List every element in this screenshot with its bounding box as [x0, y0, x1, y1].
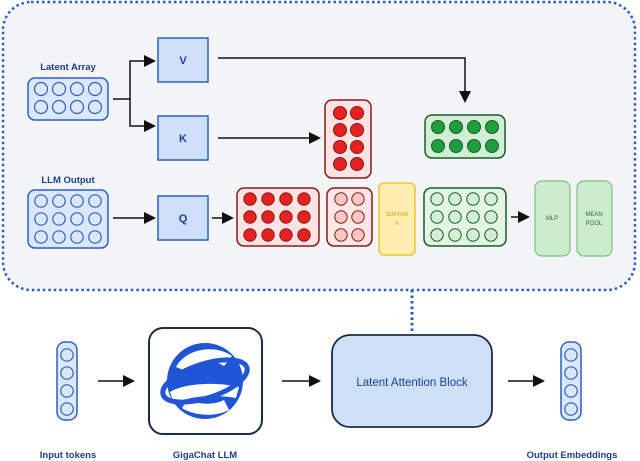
gigachat-llm-label: GigaChat LLM: [173, 450, 237, 461]
latent-attention-block: [331, 334, 493, 428]
latent-array-label: Latent Array: [40, 62, 96, 73]
mlp-label: MLP: [546, 216, 558, 222]
softmax-label-line1: SOFTMA: [386, 212, 409, 218]
softmax-label-line2: X: [395, 221, 399, 227]
keys-matrix-box: [324, 99, 372, 179]
q-label: Q: [179, 213, 188, 225]
mean-pool-box: [576, 180, 613, 257]
softmax-box: [378, 182, 416, 256]
attention-scores-grid: [243, 192, 311, 242]
v-projection-box: [157, 37, 209, 83]
output-embeddings-label: Output Embeddings: [527, 450, 618, 461]
llm-output-grid: [34, 194, 102, 244]
latent-attention-label: Latent Attention Block: [356, 377, 467, 389]
latent-array-grid: [33, 81, 103, 115]
k-projection-box: [157, 115, 209, 161]
scaled-scores-box: [326, 187, 373, 247]
llm-output-box: [27, 189, 109, 249]
arrow-v-to-output: [218, 57, 471, 103]
input-tokens-box: [56, 341, 78, 421]
weighted-values-box: [424, 114, 506, 159]
output-embeddings-box: [560, 341, 582, 421]
k-label: K: [179, 133, 187, 145]
q-projection-box: [157, 195, 209, 241]
input-tokens-label: Input tokens: [40, 450, 96, 461]
attention-output-grid: [430, 192, 498, 242]
input-tokens-grid: [60, 348, 74, 416]
gigachat-logo-icon: [160, 343, 250, 419]
scaled-scores-grid: [334, 192, 365, 242]
output-embeddings-grid: [564, 348, 578, 416]
mean-pool-label-line1: MEAN: [585, 212, 602, 218]
weighted-values-grid: [431, 120, 499, 153]
mlp-box: [534, 180, 571, 257]
v-label: V: [179, 55, 187, 67]
keys-matrix-grid: [333, 106, 364, 171]
arrow-to-v: [113, 55, 156, 100]
llm-output-label: LLM Output: [41, 175, 95, 186]
mean-pool-label-line2: POOL: [586, 221, 603, 227]
arrow-to-k: [129, 99, 156, 132]
